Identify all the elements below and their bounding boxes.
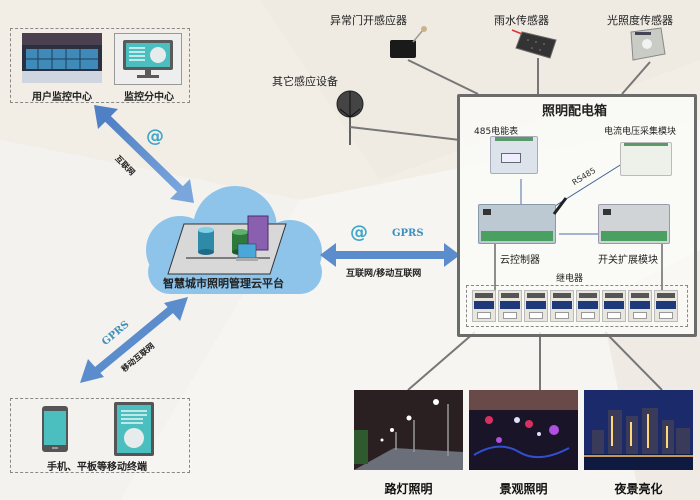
cloud-platform xyxy=(146,186,322,294)
meter-label: 485电能表 xyxy=(474,127,519,137)
relay xyxy=(628,290,652,322)
database-icon-blue xyxy=(198,227,214,255)
phone-icon xyxy=(42,406,68,452)
rain-sensor-label: 雨水传感器 xyxy=(494,14,549,27)
night-city-photo xyxy=(584,390,693,470)
internet-arrow xyxy=(94,105,194,203)
at-symbol-2: @ xyxy=(350,222,368,243)
expansion-module xyxy=(598,204,670,244)
sub-center-label: 监控分中心 xyxy=(124,92,174,103)
energy-meter xyxy=(490,136,538,174)
relay xyxy=(602,290,626,322)
line-night xyxy=(604,331,663,391)
door-sensor-label: 异常门开感应器 xyxy=(330,14,407,27)
gprs-label: GPRS xyxy=(392,228,424,239)
street-light-label: 路灯照明 xyxy=(384,482,433,496)
light-sensor-icon xyxy=(630,27,666,61)
relay xyxy=(576,290,600,322)
cloud-platform-label: 智慧城市照明管理云平台 xyxy=(163,277,284,290)
night-city-label: 夜景亮化 xyxy=(614,482,663,496)
control-room-photo xyxy=(22,33,102,83)
relay xyxy=(472,290,496,322)
network-label: 互联网/移动互联网 xyxy=(346,269,422,279)
line-light-sensor xyxy=(621,61,651,95)
monitor-center-label: 用户监控中心 xyxy=(32,92,92,103)
acquisition-label: 电流电压采集模块 xyxy=(604,127,677,137)
mobile-group xyxy=(10,398,190,473)
controller-label: 云控制器 xyxy=(500,255,540,266)
box-wiring xyxy=(494,161,663,290)
light-sensor-label: 光照度传感器 xyxy=(607,14,673,27)
sub-center-tile xyxy=(114,33,182,85)
antenna-icon xyxy=(552,197,568,215)
other-sensor-label: 其它感应设备 xyxy=(272,75,338,88)
network-arrow xyxy=(320,243,460,267)
distribution-box-title: 照明配电箱 xyxy=(542,104,608,119)
street-light-photo xyxy=(354,390,463,470)
relay xyxy=(524,290,548,322)
monitor-icon xyxy=(123,40,173,78)
landscape-light-label: 景观照明 xyxy=(499,482,548,496)
relay-group xyxy=(466,285,688,327)
mobile-arrow xyxy=(80,297,188,383)
generic-sensor-icon xyxy=(336,90,364,118)
at-symbol: @ xyxy=(146,126,164,147)
line-street xyxy=(407,331,476,391)
monitor-group xyxy=(10,28,190,103)
rain-sensor-icon xyxy=(511,29,557,59)
server-tower-icon xyxy=(247,215,269,251)
relay xyxy=(654,290,678,322)
mobile-label: 手机、平板等移动终端 xyxy=(47,462,147,473)
landscape-light-photo xyxy=(469,390,578,470)
relays-label: 继电器 xyxy=(556,274,584,284)
relay xyxy=(498,290,522,322)
line-door-sensor xyxy=(407,59,479,95)
relay xyxy=(550,290,574,322)
cloud-controller xyxy=(478,204,556,244)
tablet-icon xyxy=(114,402,154,456)
computer-icon xyxy=(236,243,258,261)
door-switch-sensor-icon xyxy=(390,26,427,58)
acquisition-module xyxy=(620,142,672,176)
expansion-label: 开关扩展模块 xyxy=(598,255,658,266)
